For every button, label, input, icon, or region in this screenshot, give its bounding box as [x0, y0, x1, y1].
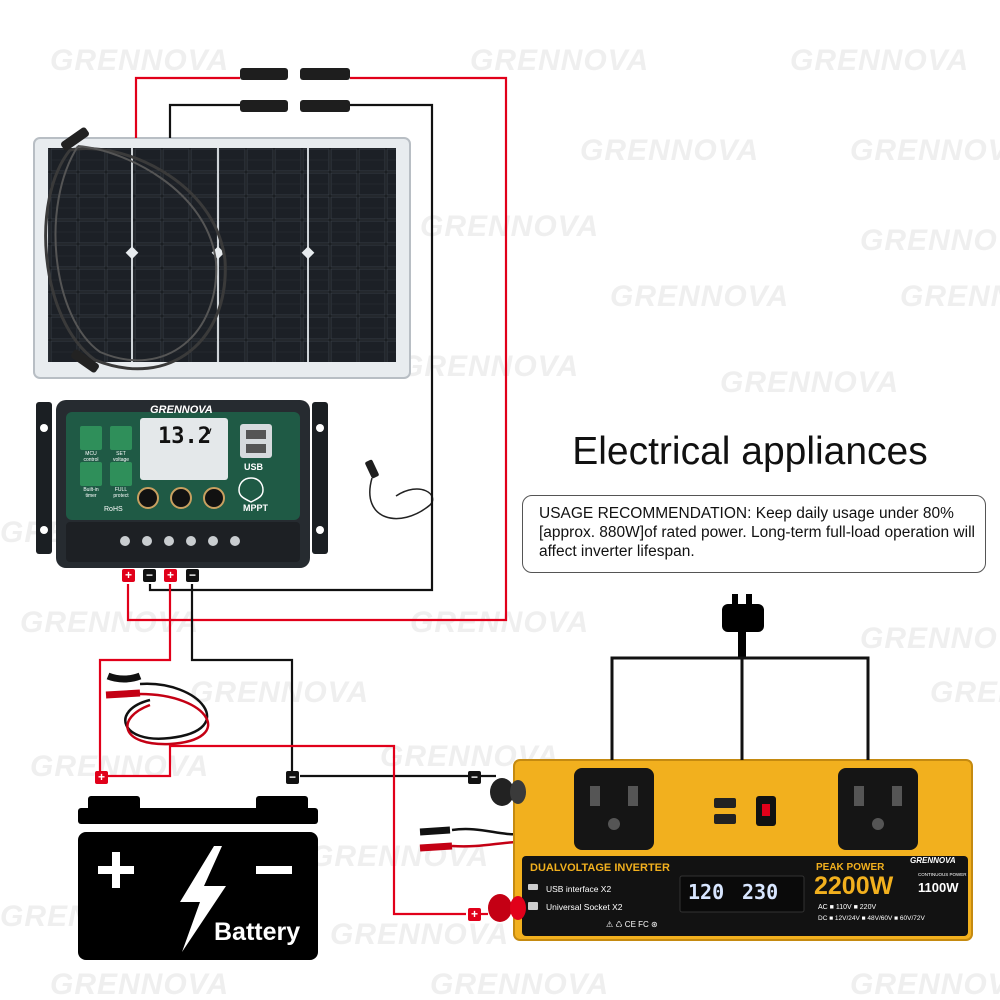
watermark: GRENNOVA — [400, 350, 580, 383]
display-voltage-right: 230 — [742, 880, 779, 904]
watermark: GRENNOVA — [430, 968, 610, 1000]
usage-note: USAGE RECOMMENDATION: Keep daily usage u… — [522, 495, 986, 573]
watermark: GRENNOVA — [850, 134, 1000, 167]
inverter-positive-terminal: + — [468, 908, 481, 921]
watermark: GRENNOVA — [610, 280, 790, 313]
inverter-negative-terminal: − — [468, 771, 481, 784]
watermark: GRENNOVA — [930, 676, 1000, 709]
usb-label: USB — [244, 462, 264, 472]
socket-feature: Universal Socket X2 — [546, 902, 623, 912]
peak-power-value: 2200W — [814, 872, 894, 900]
mc4-connectors — [240, 68, 350, 112]
negative-terminal: − — [143, 569, 156, 582]
battery-label: Battery — [214, 918, 301, 946]
watermark: GRENNOVA — [790, 44, 970, 77]
battery — [78, 796, 318, 960]
watermark: GRENNOVA — [30, 750, 210, 783]
watermark: GRENNOVA — [330, 918, 510, 951]
inverter-clip-cable — [419, 826, 521, 852]
watermark: GRENNOVA — [720, 366, 900, 399]
watermark: GRENNOVA — [190, 676, 370, 709]
watermark: GRENNOVA — [470, 44, 650, 77]
timer-label: Built-in timer — [83, 487, 99, 499]
watermark: GRENNOVA — [850, 968, 1000, 1000]
set-voltage-label: SET voltage — [112, 451, 130, 463]
watermark: GRENNOVA — [410, 606, 590, 639]
watermark: GRENNOVA — [20, 606, 200, 639]
controller-lcd-unit: v — [206, 426, 212, 437]
watermark: GRENNOVA — [420, 210, 600, 243]
charge-controller — [36, 400, 328, 568]
inverter — [488, 759, 973, 941]
dc-options: DC ■ 12V/24V ■ 48V/60V ■ 60V/72V — [818, 915, 925, 922]
ac-options: AC ■ 110V ■ 220V — [818, 904, 877, 911]
mppt-label: MPPT — [243, 503, 269, 513]
protect-label: FULL protect — [113, 487, 129, 499]
watermark: GRENNOVA — [50, 968, 230, 1000]
watermark: GRENNOVA — [860, 224, 1000, 257]
negative-terminal: − — [186, 569, 199, 582]
controller-brand: GRENNOVA — [150, 404, 213, 416]
alligator-clip-cable — [105, 672, 210, 746]
plug-icon — [722, 594, 764, 658]
battery-negative-terminal: − — [286, 771, 299, 784]
page-title: Electrical appliances — [572, 430, 928, 473]
watermark: GRENNOVA — [860, 622, 1000, 655]
mcu-control-label: MCU control — [83, 451, 99, 463]
watermark: GRENNOVA — [900, 280, 1000, 313]
inverter-model: DUALVOLTAGE INVERTER — [530, 862, 670, 874]
spare-cable — [365, 459, 434, 520]
positive-terminal: + — [122, 569, 135, 582]
continuous-power-value: 1100W — [918, 880, 959, 895]
rohs-label: RoHS — [104, 506, 123, 513]
peak-power-label: PEAK POWER — [816, 862, 885, 873]
cert-marks: ⚠ ♺ CE FC ⊛ — [606, 920, 658, 929]
display-voltage-left: 120 — [688, 880, 725, 904]
usb-feature: USB interface X2 — [546, 884, 612, 894]
wiring — [98, 76, 870, 916]
controller-lcd-value: 13.2 — [158, 424, 211, 449]
watermark: GRENNOVA — [580, 134, 760, 167]
solar-panel — [33, 127, 411, 379]
battery-positive-terminal: + — [95, 771, 108, 784]
watermark: GRENNOVA — [50, 44, 230, 77]
continuous-power-label: CONTINUOUS POWER — [918, 872, 967, 877]
positive-terminal: + — [164, 569, 177, 582]
inverter-brand: GRENNOVA — [910, 856, 956, 865]
